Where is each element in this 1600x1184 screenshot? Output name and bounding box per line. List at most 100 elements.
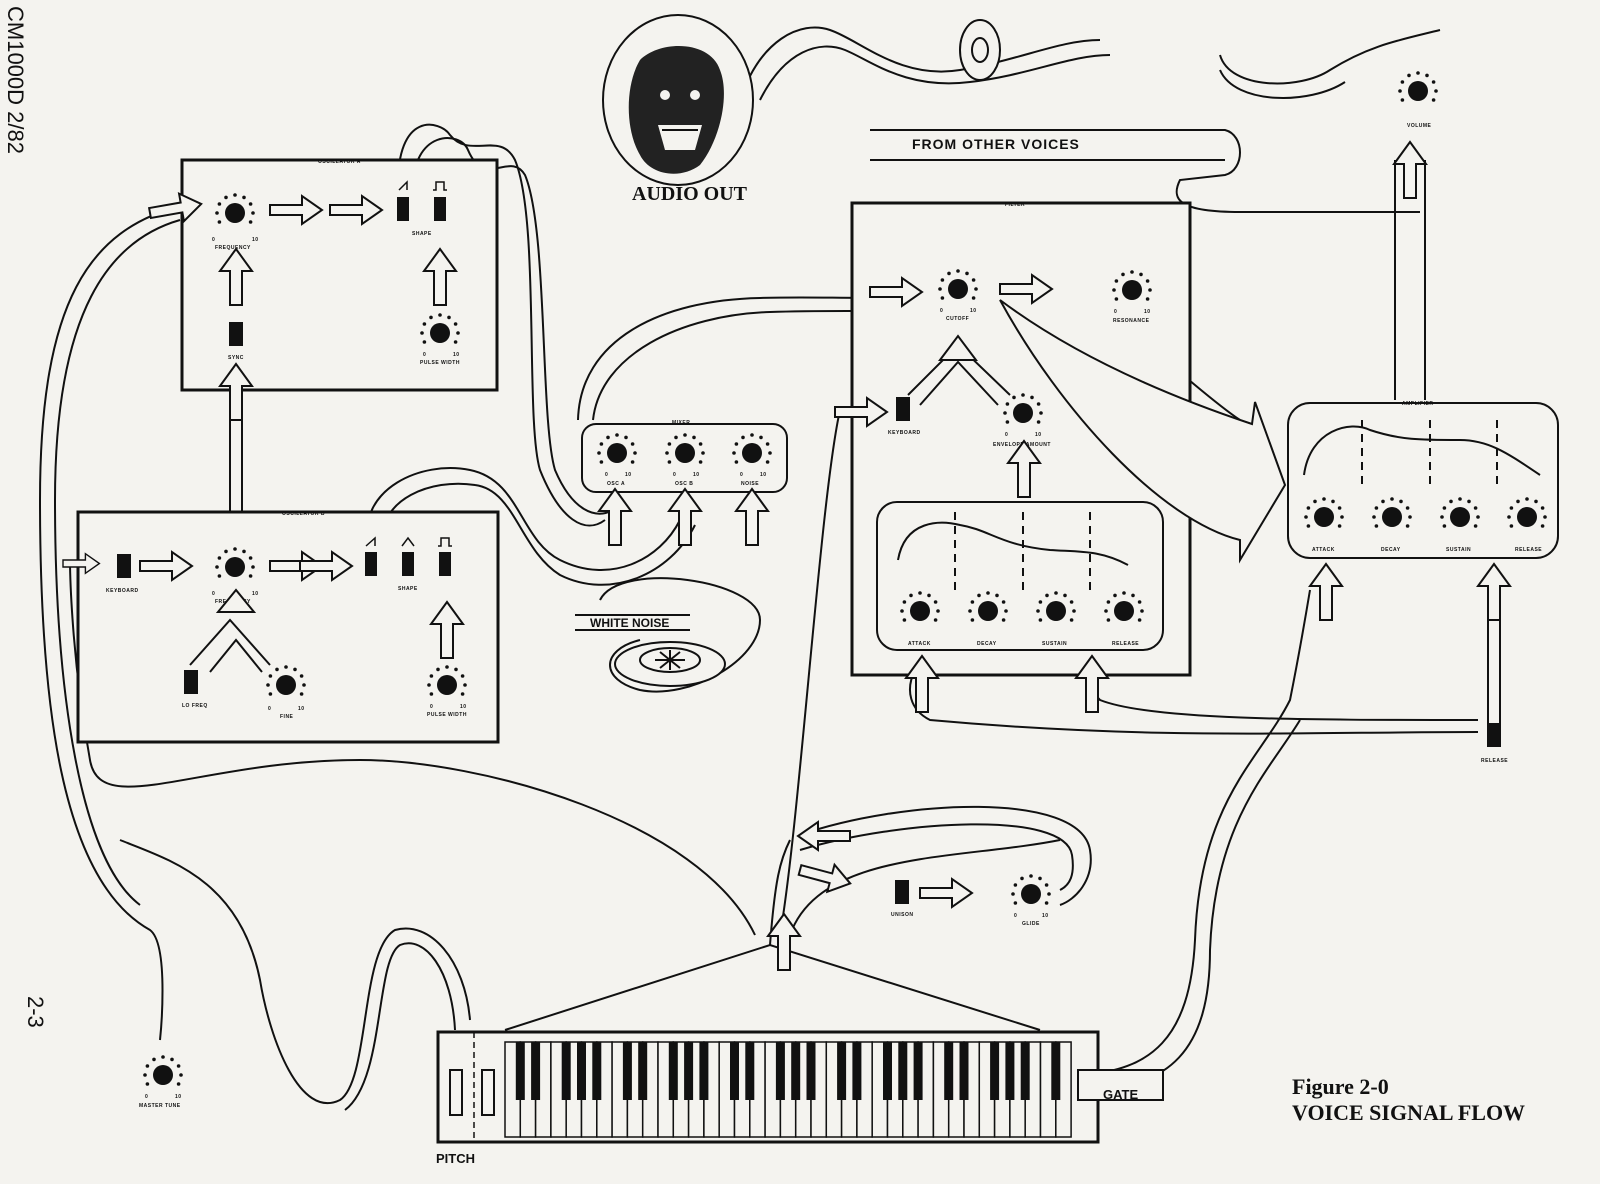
amp-sustain-label: SUSTAIN [1446,547,1471,553]
pitch-wheel[interactable] [449,1069,463,1116]
volume-knob[interactable] [1398,71,1438,102]
filter-attack-label: ATTACK [908,641,931,647]
black-key[interactable] [898,1042,908,1100]
osc-a-sync-switch[interactable] [229,322,243,346]
black-key[interactable] [684,1042,694,1100]
filter-cutoff-label: CUTOFF [946,316,969,322]
svg-text:0: 0 [212,237,215,243]
black-key[interactable] [883,1042,892,1100]
black-key[interactable] [638,1042,648,1100]
black-key[interactable] [515,1042,525,1100]
black-key[interactable] [837,1042,847,1100]
filter-keyboard-switch[interactable] [896,397,910,421]
osc-b-triangle-switch[interactable] [402,552,414,576]
master-tune-label: MASTER TUNE [139,1103,181,1109]
osc-b-fine-label: FINE [280,714,294,720]
keyboard [436,1030,1164,1144]
glide-knob[interactable] [1011,874,1051,905]
black-key[interactable] [944,1042,954,1100]
black-key[interactable] [531,1042,541,1100]
osc-a-saw-switch[interactable] [397,197,409,221]
black-key[interactable] [913,1042,923,1100]
svg-text:10: 10 [453,352,460,358]
black-key[interactable] [1020,1042,1030,1100]
black-key[interactable] [791,1042,801,1100]
gate-label: GATE [1103,1087,1138,1102]
svg-text:10: 10 [1042,913,1049,919]
svg-text:0: 0 [423,352,426,358]
oscillator-a-title: OSCILLATOR A [318,159,361,165]
document-code: CM1000D 2/82 [3,6,28,154]
svg-text:0: 0 [1114,309,1117,315]
black-key[interactable] [730,1042,739,1100]
osc-b-pulse-width-label: PULSE WIDTH [427,712,467,718]
amplifier-module: AMPLIFIER ATTACK DECAY SUSTAIN RELEASE [1287,401,1559,559]
osc-b-shape-label: SHAPE [398,586,418,592]
black-key[interactable] [561,1042,571,1100]
osc-a-pulse-switch[interactable] [434,197,446,221]
black-key[interactable] [622,1042,632,1100]
amp-release-input-arrow [1477,563,1511,621]
svg-text:0: 0 [673,472,676,478]
mixer-osc-a-label: OSC A [607,481,625,487]
page-number: 2-3 [23,996,48,1028]
figure-number: Figure 2-0 [1292,1074,1389,1099]
svg-text:0: 0 [1005,432,1008,438]
filter-keyboard-label: KEYBOARD [888,430,921,436]
pitch-label: PITCH [436,1151,475,1166]
filter-resonance-label: RESONANCE [1113,318,1150,324]
black-key[interactable] [1005,1042,1015,1100]
mixer-module: MIXER 0 10 0 10 0 10 OSC A OSC B NOISE [581,420,788,493]
mod-wheel[interactable] [481,1069,495,1116]
from-other-voices-label: FROM OTHER VOICES [912,136,1080,152]
white-noise-source: WHITE NOISE [590,616,726,687]
svg-text:0: 0 [740,472,743,478]
master-tune-knob[interactable] [143,1055,183,1086]
black-key[interactable] [668,1042,678,1100]
speaker-reel-icon [959,19,1001,81]
mixer-osc-b-label: OSC B [675,481,693,487]
svg-text:0: 0 [1014,913,1017,919]
black-key[interactable] [592,1042,602,1100]
release-switch[interactable] [1487,723,1501,747]
svg-text:10: 10 [760,472,767,478]
black-key[interactable] [1051,1042,1061,1100]
glide-section: UNISON 0 10 GLIDE [795,821,1051,927]
osc-b-lo-freq-label: LO FREQ [182,703,208,709]
audio-out: AUDIO OUT [602,14,1001,205]
black-key[interactable] [699,1042,709,1100]
saw-wave-icon [398,180,408,191]
svg-text:10: 10 [625,472,632,478]
black-key[interactable] [577,1042,586,1100]
svg-text:10: 10 [693,472,700,478]
osc-b-merge-arrow [189,618,271,673]
saw-wave-icon [365,536,376,547]
osc-b-pulse-switch[interactable] [439,552,451,576]
mixer-noise-label: NOISE [741,481,759,487]
black-key[interactable] [990,1042,1000,1100]
black-key[interactable] [745,1042,755,1100]
osc-b-saw-switch[interactable] [365,552,377,576]
release-switch-label: RELEASE [1481,758,1508,764]
filter-release-label: RELEASE [1112,641,1139,647]
svg-text:0: 0 [212,591,215,597]
piano-keys[interactable] [504,1041,1072,1138]
unison-label: UNISON [891,912,913,918]
black-key[interactable] [806,1042,816,1100]
osc-b-lo-freq-switch[interactable] [184,670,198,694]
black-key[interactable] [852,1042,862,1100]
osc-b-keyboard-switch[interactable] [117,554,131,578]
filter-to-amplifier-arrow [999,299,1287,564]
figure-caption: VOICE SIGNAL FLOW [1292,1100,1525,1125]
noise-burst-icon [655,650,685,670]
black-key[interactable] [775,1042,785,1100]
pulse-wave-icon [433,181,447,191]
filter-title: FILTER [1005,202,1025,208]
svg-text:10: 10 [252,237,259,243]
black-key[interactable] [959,1042,969,1100]
monster-face-icon [628,46,724,174]
glide-label: GLIDE [1022,921,1040,927]
unison-switch[interactable] [895,880,909,904]
svg-text:10: 10 [252,591,259,597]
